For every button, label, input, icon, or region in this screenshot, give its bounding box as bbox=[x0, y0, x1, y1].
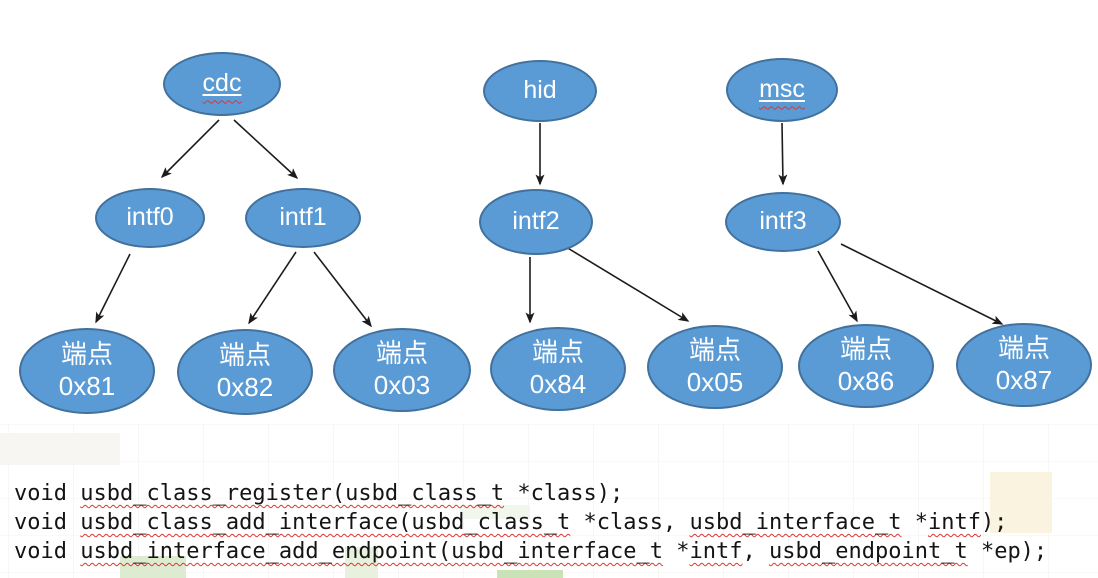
background-cell bbox=[345, 547, 378, 578]
edge-cdc-intf1 bbox=[233, 119, 299, 180]
edge-intf2-ep05 bbox=[565, 246, 690, 322]
node-label: cdc bbox=[202, 69, 242, 98]
edge-intf3-ep86 bbox=[817, 250, 858, 323]
node-label: hid bbox=[523, 76, 557, 105]
code-segment: *class, bbox=[570, 510, 690, 535]
code-block: void usbd_class_register(usbd_class_t *c… bbox=[14, 479, 1047, 566]
code-segment: void bbox=[14, 539, 81, 564]
code-segment: intf bbox=[927, 510, 981, 535]
node-label: 0x87 bbox=[995, 365, 1053, 395]
node-label: intf3 bbox=[759, 207, 807, 236]
background-cell bbox=[0, 433, 120, 465]
code-segment: usbd_interface_t bbox=[689, 510, 902, 535]
code-segment: , bbox=[742, 539, 770, 564]
node-label: 端点 bbox=[218, 340, 271, 371]
code-segment: usbd_class_register(usbd_class_t bbox=[80, 481, 505, 506]
code-line: void usbd_class_add_interface(usbd_class… bbox=[14, 508, 1047, 537]
node-label: 0x82 bbox=[216, 372, 274, 402]
edge-cdc-intf0 bbox=[160, 119, 220, 179]
node-label: 0x86 bbox=[837, 366, 895, 396]
node-label: intf2 bbox=[512, 207, 560, 236]
code-segment: * bbox=[663, 539, 690, 564]
code-segment: *class); bbox=[504, 481, 624, 506]
edge-msc-intf3 bbox=[778, 122, 788, 186]
code-segment: usbd_class_add_interface(usbd_class_t bbox=[80, 510, 571, 535]
node-label: 端点 bbox=[60, 339, 113, 370]
background-cell bbox=[460, 505, 530, 519]
edge-intf1-ep03 bbox=[313, 251, 372, 328]
code-segment: void bbox=[14, 510, 81, 535]
node-intf1: intf1 bbox=[245, 188, 361, 248]
node-msc: msc bbox=[726, 58, 838, 122]
node-label: 端点 bbox=[997, 333, 1050, 364]
node-label-decorated: msc bbox=[759, 76, 805, 104]
node-cdc: cdc bbox=[163, 52, 281, 116]
node-label: 端点 bbox=[531, 337, 584, 368]
code-line: void usbd_interface_add_endpoint(usbd_in… bbox=[14, 537, 1047, 566]
node-label: msc bbox=[759, 75, 805, 104]
edge-intf3-ep87 bbox=[840, 243, 1004, 325]
node-intf2: intf2 bbox=[479, 189, 593, 255]
node-label: 0x03 bbox=[373, 370, 431, 400]
node-label: 端点 bbox=[839, 334, 892, 365]
code-segment: intf bbox=[689, 539, 743, 564]
node-label: 端点 bbox=[688, 335, 741, 366]
background-cell bbox=[120, 556, 186, 578]
node-label: 0x84 bbox=[529, 369, 587, 399]
edge-intf1-ep82 bbox=[248, 251, 297, 325]
code-segment: * bbox=[901, 510, 928, 535]
node-label: 0x81 bbox=[58, 371, 116, 401]
node-label: 0x05 bbox=[686, 367, 744, 397]
node-label: 端点 bbox=[375, 338, 428, 369]
background-cell bbox=[497, 570, 563, 578]
code-segment: void bbox=[14, 481, 81, 506]
node-intf0: intf0 bbox=[95, 188, 205, 248]
background-grid bbox=[0, 424, 1098, 578]
node-hid: hid bbox=[483, 60, 597, 122]
code-line: void usbd_class_register(usbd_class_t *c… bbox=[14, 479, 1047, 508]
code-segment: usbd_interface_add_endpoint(usbd_interfa… bbox=[80, 539, 664, 564]
code-segment: usbd_endpoint_t bbox=[769, 539, 968, 564]
node-label: intf1 bbox=[279, 203, 327, 232]
code-segment: *ep); bbox=[967, 539, 1048, 564]
background-cell bbox=[990, 472, 1052, 533]
edge-intf0-ep81 bbox=[95, 253, 131, 324]
node-label-decorated: cdc bbox=[203, 70, 242, 98]
node-intf3: intf3 bbox=[725, 192, 841, 252]
code-segment: ); bbox=[980, 510, 1008, 535]
node-label: intf0 bbox=[126, 203, 174, 232]
